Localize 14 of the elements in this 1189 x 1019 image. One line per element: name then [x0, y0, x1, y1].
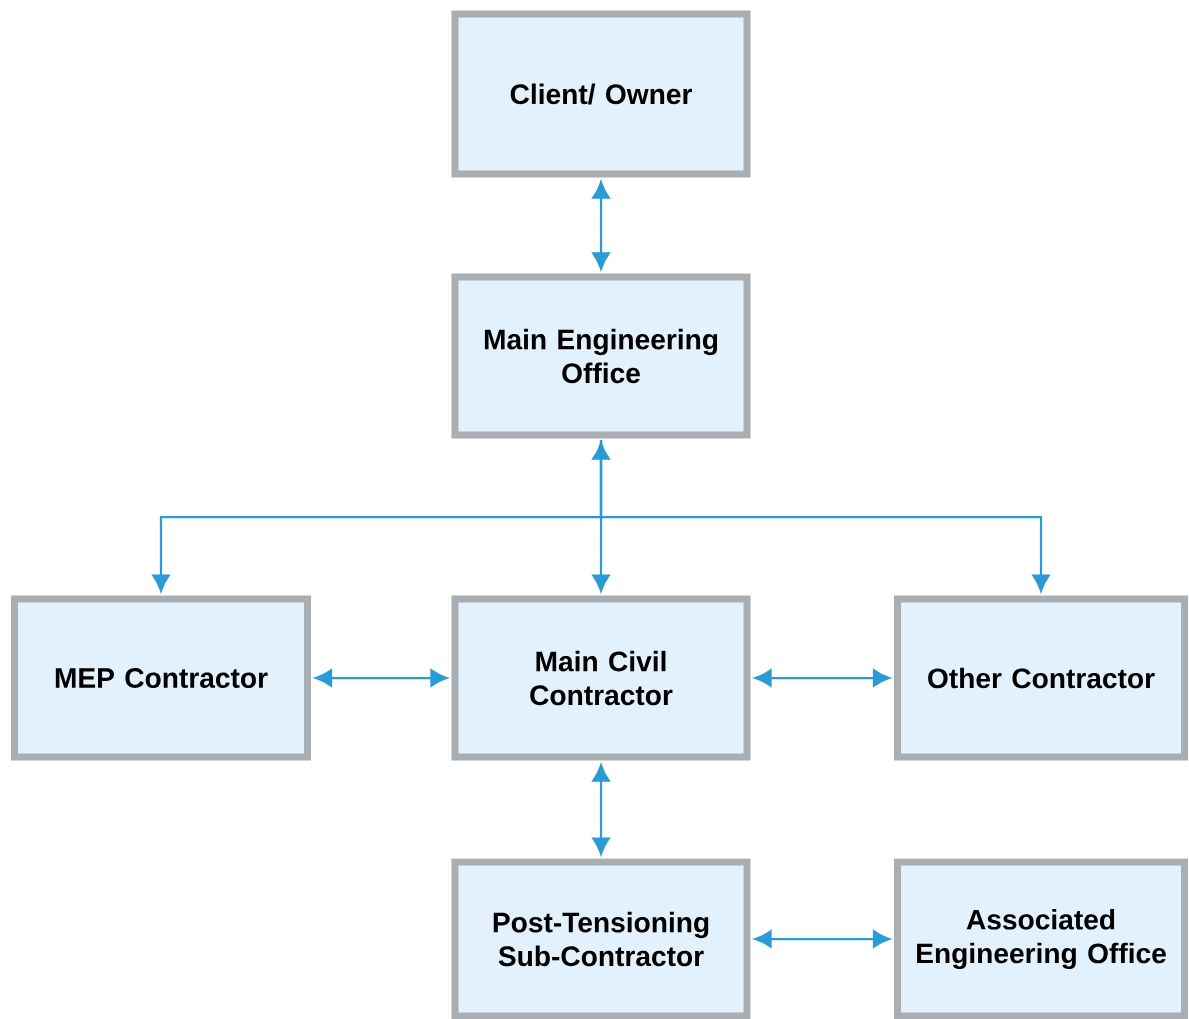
arrow — [314, 669, 448, 687]
process-box: Main Engineering Office — [451, 273, 751, 439]
arrow — [599, 439, 1050, 592]
arrow — [592, 764, 610, 855]
arrow — [592, 442, 610, 592]
process-box: Other Contractor — [893, 595, 1189, 761]
arrow — [754, 669, 891, 687]
process-box: Associated Engineering Office — [893, 858, 1189, 1019]
arrow — [754, 930, 891, 948]
process-box: Main Civil Contractor — [451, 595, 751, 761]
process-box: Client/ Owner — [451, 10, 751, 178]
process-box: Post-Tensioning Sub-Contractor — [451, 858, 751, 1019]
arrow — [592, 181, 610, 270]
process-box: MEP Contractor — [10, 595, 312, 761]
